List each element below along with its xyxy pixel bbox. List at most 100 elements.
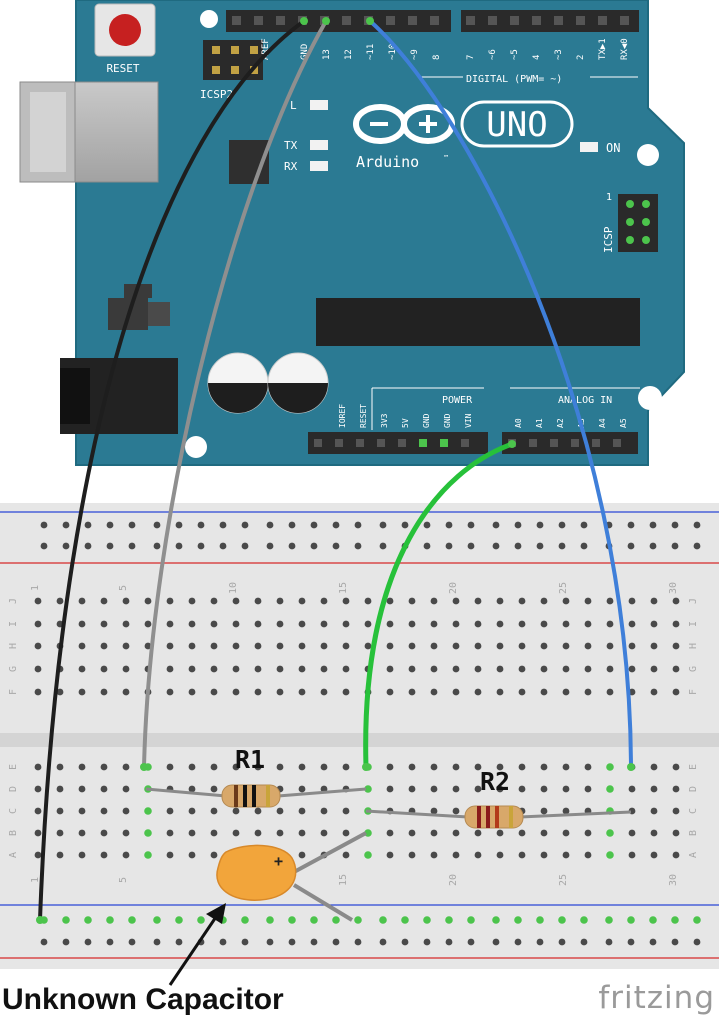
rail-hole <box>467 521 475 529</box>
rail-hole <box>558 521 566 529</box>
breadboard-hole <box>628 829 636 837</box>
rail-hole <box>536 542 544 550</box>
reset-button[interactable] <box>94 3 156 57</box>
rail-hole <box>175 521 183 529</box>
breadboard-hole <box>210 851 218 859</box>
breadboard-hole <box>562 665 570 673</box>
breadboard-hole <box>122 763 130 771</box>
breadboard-hole <box>166 851 174 859</box>
rail-hole <box>241 938 249 946</box>
row-letter: C <box>688 808 699 814</box>
icsp-label: ICSP <box>602 226 615 253</box>
breadboard-hole <box>562 851 570 859</box>
breadboard-hole <box>298 688 306 696</box>
unknown-capacitor <box>216 844 297 901</box>
breadboard-hole <box>78 763 86 771</box>
breadboard-hole <box>298 807 306 815</box>
breadboard-hole <box>188 763 196 771</box>
breadboard-hole <box>188 642 196 650</box>
header-pin <box>488 16 497 25</box>
reset-label: RESET <box>106 62 139 75</box>
digital-pin-label: ~9 <box>410 49 420 60</box>
breadboard-hole <box>56 597 64 605</box>
breadboard-hole <box>430 642 438 650</box>
breadboard-hole <box>452 597 460 605</box>
breadboard-hole <box>100 851 108 859</box>
header-pin <box>598 16 607 25</box>
breadboard-hole <box>430 851 438 859</box>
breadboard-hole <box>210 829 218 837</box>
breadboard-hole <box>166 763 174 771</box>
breadboard-hole <box>298 597 306 605</box>
breadboard-hole <box>100 763 108 771</box>
row-letter: D <box>8 786 19 792</box>
header-pin <box>461 439 469 447</box>
breadboard-hole <box>144 642 152 650</box>
breadboard-hole <box>386 851 394 859</box>
breadboard-holes <box>34 521 701 946</box>
breadboard-hole <box>386 597 394 605</box>
breadboard-hole <box>408 851 416 859</box>
rail-hole <box>379 938 387 946</box>
breadboard-hole <box>386 785 394 793</box>
breadboard-hole <box>254 763 262 771</box>
column-number: 5 <box>118 585 129 591</box>
breadboard-hole <box>628 665 636 673</box>
analog-pin-label: A2 <box>556 418 565 428</box>
breadboard-hole <box>100 642 108 650</box>
power-pin-label: IOREF <box>338 404 347 428</box>
header-pin <box>613 439 621 447</box>
breadboard-hole <box>144 807 152 815</box>
breadboard-hole <box>166 642 174 650</box>
breadboard-hole <box>276 620 284 628</box>
breadboard-hole <box>540 665 548 673</box>
analog-header <box>502 432 638 454</box>
breadboard-hole <box>430 620 438 628</box>
breadboard-hole <box>606 597 614 605</box>
center-channel <box>0 733 719 747</box>
wire-endpoints <box>36 17 635 924</box>
header-pin <box>398 439 406 447</box>
breadboard-hole <box>122 851 130 859</box>
header-pin <box>419 439 427 447</box>
caption-unknown-capacitor: Unknown Capacitor <box>2 983 284 1016</box>
rail-hole <box>605 916 613 924</box>
breadboard-hole <box>100 665 108 673</box>
breadboard-hole <box>122 785 130 793</box>
breadboard-hole <box>122 620 130 628</box>
breadboard-hole <box>452 665 460 673</box>
breadboard-hole <box>562 620 570 628</box>
breadboard-hole <box>584 829 592 837</box>
rail-hole <box>241 521 249 529</box>
breadboard-hole <box>474 763 482 771</box>
breadboard-hole <box>320 785 328 793</box>
breadboard-hole <box>452 807 460 815</box>
power-pin-label: 5V <box>401 418 410 428</box>
breadboard-hole <box>34 642 42 650</box>
rail-hole <box>467 542 475 550</box>
breadboard-hole <box>496 620 504 628</box>
row-letter: F <box>688 689 699 695</box>
row-letter: J <box>688 598 699 604</box>
breadboard-hole <box>298 665 306 673</box>
breadboard-hole <box>606 763 614 771</box>
breadboard-hole <box>386 763 394 771</box>
icsp2-label: ICSP2 <box>200 88 233 101</box>
breadboard-hole <box>342 807 350 815</box>
breadboard-hole <box>650 829 658 837</box>
rail-hole <box>332 542 340 550</box>
breadboard-hole <box>562 597 570 605</box>
rail-hole <box>558 542 566 550</box>
breadboard-hole <box>606 851 614 859</box>
breadboard-hole <box>650 785 658 793</box>
digital-pin-label: 4 <box>532 55 542 60</box>
rail-hole <box>128 521 136 529</box>
analog-pin-label: A4 <box>598 418 607 428</box>
breadboard-hole <box>56 785 64 793</box>
breadboard-hole <box>34 620 42 628</box>
rail-hole <box>492 938 500 946</box>
column-number: 25 <box>558 874 569 886</box>
breadboard-hole <box>408 688 416 696</box>
breadboard-hole <box>386 665 394 673</box>
rail-hole <box>671 938 679 946</box>
